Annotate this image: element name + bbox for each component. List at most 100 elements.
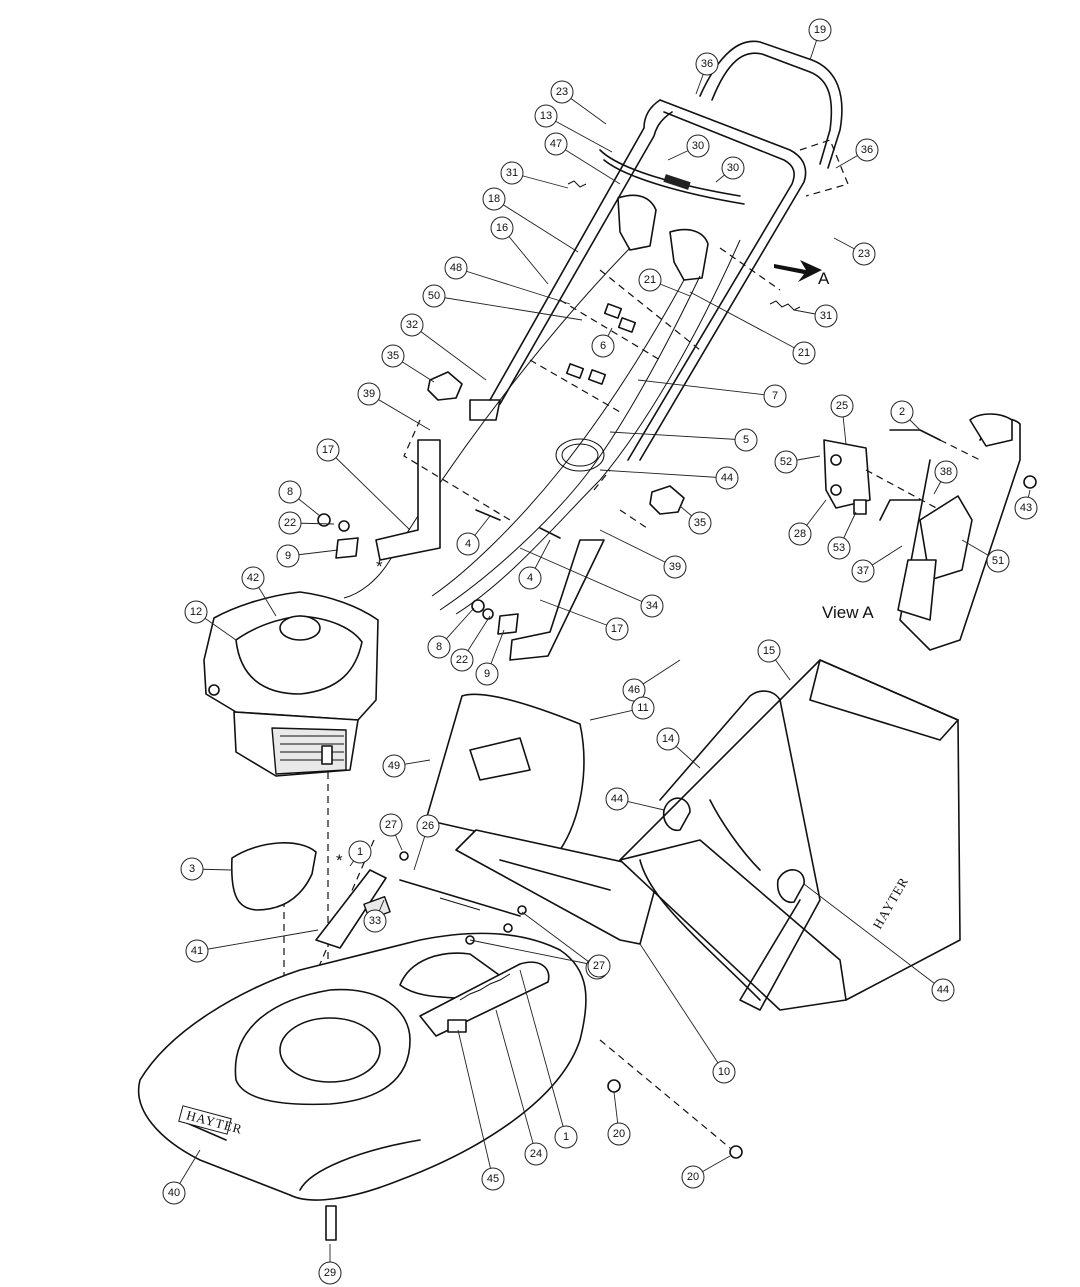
callout-39: 39 — [663, 555, 687, 579]
callout-44: 44 — [931, 978, 955, 1002]
callout-circle — [427, 635, 451, 659]
asterisk-mark-cable: * — [376, 557, 383, 576]
grass-box: HAYTER — [619, 659, 961, 1011]
callout-18: 18 — [482, 187, 506, 211]
callout-number: 21 — [644, 274, 656, 286]
callout-51: 51 — [986, 549, 1010, 573]
callout-31: 31 — [814, 304, 838, 328]
callout-number: 35 — [694, 517, 706, 529]
callout-13: 13 — [534, 104, 558, 128]
leader-line — [493, 198, 579, 253]
leader-line — [555, 143, 621, 185]
callout-number: 2 — [899, 406, 905, 418]
callout-circle — [890, 400, 914, 424]
callout-9: 9 — [276, 544, 300, 568]
callout-number: 3 — [189, 863, 195, 875]
callout-44: 44 — [715, 466, 739, 490]
callout-circle — [827, 536, 851, 560]
leader-line — [501, 227, 549, 285]
callout-circle — [348, 840, 372, 864]
callout-circle — [241, 566, 265, 590]
callout-47: 47 — [544, 132, 568, 156]
callout-44: 44 — [605, 787, 629, 811]
callout-24: 24 — [524, 1142, 548, 1166]
callout-22: 22 — [278, 511, 302, 535]
callout-1: 1 — [348, 840, 372, 864]
callout-number: 53 — [833, 542, 845, 554]
callout-circle — [605, 787, 629, 811]
callout-6: 6 — [591, 334, 615, 358]
callout-number: 23 — [556, 86, 568, 98]
callout-4: 4 — [456, 532, 480, 556]
callout-circle — [663, 555, 687, 579]
view-a-arrow: A — [774, 260, 830, 288]
callout-number: 47 — [550, 138, 562, 150]
callout-circle — [550, 80, 574, 104]
engine — [203, 591, 379, 777]
callout-number: 17 — [322, 444, 334, 456]
callout-circle — [416, 814, 440, 838]
callout-circle — [851, 559, 875, 583]
callout-circle — [422, 284, 446, 308]
callout-21: 21 — [792, 341, 816, 365]
callout-number: 8 — [287, 486, 293, 498]
assembly-lines — [283, 139, 849, 1149]
leader-line — [457, 1029, 494, 1180]
mower-deck: HAYTER — [137, 842, 743, 1241]
callout-number: 7 — [772, 390, 778, 402]
callout-7: 7 — [763, 384, 787, 408]
callout-48: 48 — [444, 256, 468, 280]
callout-32: 32 — [400, 313, 424, 337]
callout-23: 23 — [852, 242, 876, 266]
callout-circle — [734, 428, 758, 452]
callout-number: 44 — [937, 984, 949, 996]
callout-3: 3 — [180, 857, 204, 881]
callout-number: 36 — [861, 144, 873, 156]
leader-line — [609, 431, 747, 441]
callout-number: 15 — [763, 645, 775, 657]
callout-4: 4 — [518, 566, 542, 590]
callout-number: 19 — [814, 24, 826, 36]
leader-line — [599, 469, 728, 479]
callout-33: 33 — [363, 909, 387, 933]
callout-number: 38 — [940, 466, 952, 478]
callout-number: 36 — [701, 58, 713, 70]
callout-circle — [852, 242, 876, 266]
callout-number: 52 — [780, 456, 792, 468]
leader-line — [469, 939, 600, 967]
callout-number: 39 — [669, 561, 681, 573]
callout-34: 34 — [640, 594, 664, 618]
callout-number: 32 — [406, 319, 418, 331]
callout-52: 52 — [774, 450, 798, 474]
callout-number: 50 — [428, 290, 440, 302]
callout-number: 18 — [488, 193, 500, 205]
callout-number: 4 — [465, 538, 471, 550]
callout-circle — [475, 662, 499, 686]
callout-number: 14 — [662, 733, 674, 745]
callout-circle — [631, 696, 655, 720]
callout-number: 34 — [646, 600, 658, 612]
leader-line — [803, 883, 944, 991]
callout-36: 36 — [855, 138, 879, 162]
leader-line — [196, 929, 319, 952]
callout-36: 36 — [695, 52, 719, 76]
callout-circle — [554, 1125, 578, 1149]
callout-number: 30 — [727, 162, 739, 174]
callout-number: 26 — [422, 820, 434, 832]
callout-45: 45 — [481, 1167, 505, 1191]
leader-line — [368, 393, 431, 431]
callout-circle — [638, 268, 662, 292]
callout-circle — [788, 522, 812, 546]
callout-number: 43 — [1020, 502, 1032, 514]
callout-number: 35 — [387, 350, 399, 362]
callout-number: 9 — [484, 668, 490, 680]
callout-number: 24 — [530, 1148, 542, 1160]
callout-37: 37 — [851, 559, 875, 583]
callout-53: 53 — [827, 536, 851, 560]
callout-circle — [276, 544, 300, 568]
callout-number: 21 — [798, 347, 810, 359]
callout-number: 6 — [600, 340, 606, 352]
callout-circle — [715, 466, 739, 490]
callout-circle — [934, 460, 958, 484]
